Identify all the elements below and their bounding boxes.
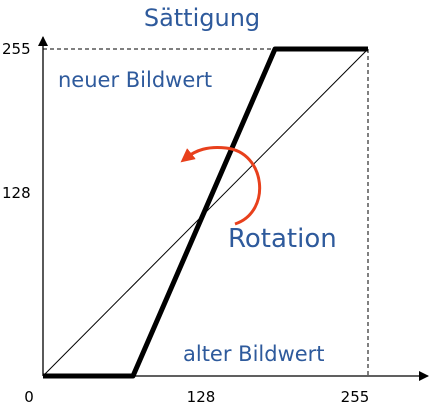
x-tick-255: 255	[341, 388, 370, 406]
x-tick-128: 128	[187, 388, 216, 406]
x-axis-label: alter Bildwert	[183, 342, 325, 366]
x-tick-0: 0	[24, 388, 34, 406]
y-tick-255: 255	[2, 40, 31, 58]
y-axis-label: neuer Bildwert	[58, 68, 212, 92]
y-tick-128: 128	[2, 184, 31, 202]
rotation-label: Rotation	[228, 224, 337, 254]
rotation-arrow	[180, 146, 262, 226]
diagram-title: Sättigung	[144, 4, 260, 32]
saturation-curve	[43, 46, 368, 379]
